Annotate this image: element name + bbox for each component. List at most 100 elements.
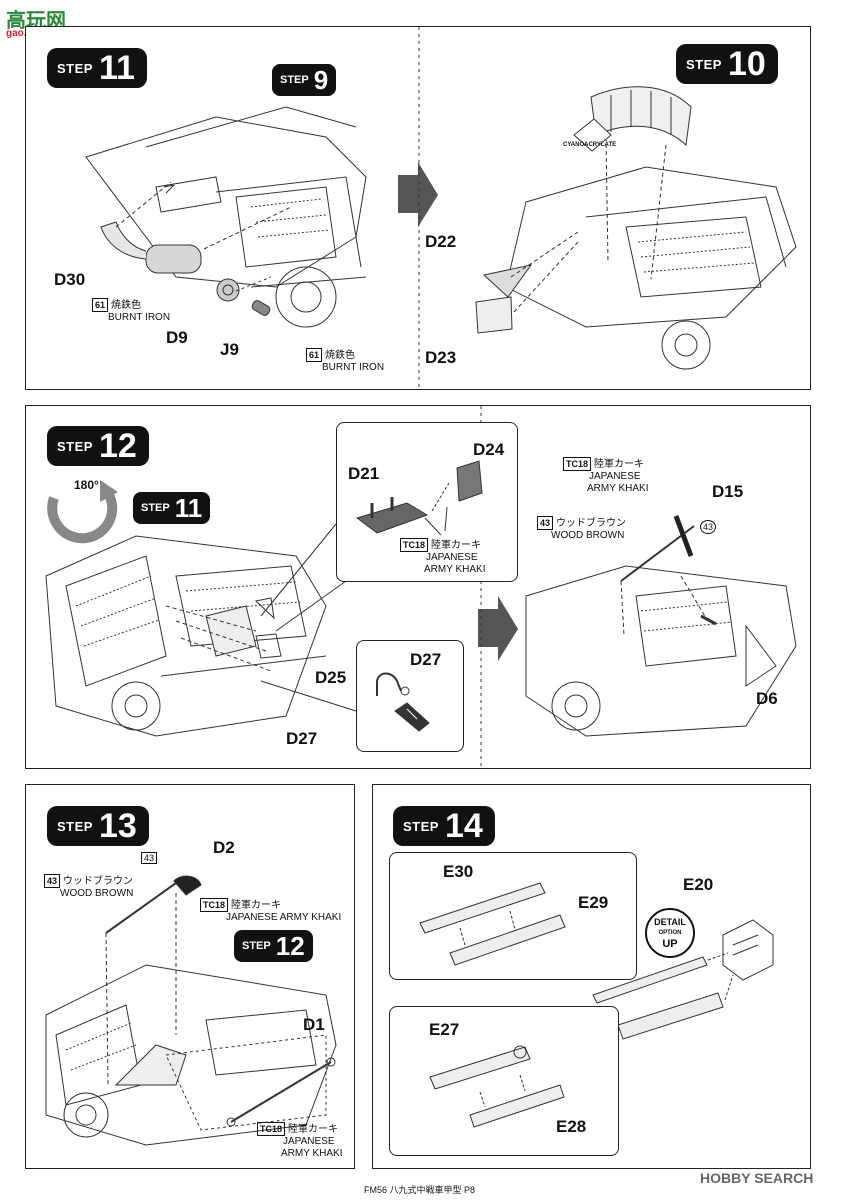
step-number: 11 [98,49,135,87]
step-number: 12 [98,427,137,465]
subassembly-e27-e28-drawing [429,1045,565,1128]
rotate-180-label: 180° [74,478,99,492]
part-label-e20: E20 [683,875,714,894]
paint-code: 61 [92,298,109,312]
panel-step-13 [25,784,355,1169]
part-label-d25: D25 [315,668,347,687]
paint-jp: ウッドブラウン [556,518,627,529]
step-12-ref-badge: STEP 12 [234,930,313,962]
step-14-badge: STEP 14 [393,806,495,846]
step-10-badge: STEP 10 [676,44,778,84]
detail-box-d27 [356,640,464,752]
paint-en-2: ARMY KHAKI [587,483,649,494]
paint-code: TC18 [200,898,229,912]
paint-jp: 陸軍カーキ [594,459,645,470]
part-label-e30: E30 [443,862,474,881]
part-label-d6: D6 [756,689,778,708]
subassembly-box-e27-e28 [389,1006,619,1156]
panel-step-11-10 [25,26,811,391]
ref-step-number: 11 [174,493,203,523]
paint-jp: 焼鉄色 [111,300,142,311]
paint-en-2: ARMY KHAKI [281,1148,343,1159]
paint-jp: ウッドブラウン [63,876,134,887]
step-number: 14 [444,807,483,845]
step-number: 13 [98,807,137,845]
paint-jp: 陸軍カーキ [431,540,482,551]
step-12-illustration [45,406,797,770]
paint-code: 43 [537,516,554,530]
step-word: STEP [57,438,93,454]
detail-d21-d24-drawing [355,460,483,536]
paint-en-2: ARMY KHAKI [424,564,486,575]
part-label-d27: D27 [286,729,318,748]
ref-step-word: STEP [141,502,170,514]
up-label: UP [662,937,678,950]
paint-code: TC18 [563,457,592,471]
detail-d27-drawing [376,672,430,732]
subassembly-e29-e30-drawing [419,882,566,966]
part-label-d30: D30 [54,270,86,289]
step-11-badge: STEP 11 [47,48,147,88]
part-label-d27-detail: D27 [410,650,442,669]
ref-step-word: STEP [242,940,271,952]
part-label-j9: J9 [220,340,239,359]
part-label-d22: D22 [425,232,457,251]
subassembly-box-e29-e30 [389,852,637,980]
paint-en: WOOD BROWN [60,888,134,899]
paint-en: BURNT IRON [322,362,385,373]
detail-box-d21-d24 [336,422,518,582]
step-13-badge: STEP 13 [47,806,149,846]
paint-en: WOOD BROWN [551,530,625,541]
step-13-illustration [45,875,337,1146]
paint-jp: 焼鉄色 [325,350,356,361]
callout-43: 43 [141,852,158,864]
part-label-d21: D21 [348,464,380,483]
paint-code: TC18 [257,1122,286,1136]
part-label-d2: D2 [213,838,235,857]
paint-jp: 陸軍カーキ [288,1124,339,1135]
part-label-d9: D9 [166,328,188,347]
page-footer: FM56 八九式中戦車甲型 P8 [364,1185,476,1195]
part-label-d24: D24 [473,440,505,459]
step-14-illustration [592,919,774,1040]
ref-step-word: STEP [280,74,309,86]
step-word: STEP [57,60,93,76]
part-label-d15: D15 [712,482,744,501]
step-9-ref-badge: STEP 9 [272,64,337,96]
cyanoacrylate-label: CYANOACRYLATE [563,142,617,148]
step-word: STEP [403,818,439,834]
brand-watermark: HOBBY SEARCH [700,1170,814,1186]
step-11-10-illustration [85,27,797,391]
step-11-ref-badge: STEP 11 [133,492,211,524]
paint-code: 43 [44,874,61,888]
paint-en: BURNT IRON [108,312,171,323]
step-word: STEP [57,818,93,834]
callout-43: 43 [700,520,717,534]
step-12-badge: STEP 12 [47,426,149,466]
detail-label: DETAIL [654,916,686,927]
paint-en-1: JAPANESE [426,552,478,563]
paint-en-1: JAPANESE [283,1136,335,1147]
paint-code: TC18 [400,538,429,552]
paint-en-1: JAPANESE [589,471,641,482]
part-label-e27: E27 [429,1020,460,1039]
part-label-d1: D1 [303,1015,325,1034]
part-label-e28: E28 [556,1117,587,1136]
option-label: OPTION [658,929,682,936]
part-label-e29: E29 [578,893,609,912]
step-number: 10 [727,45,766,83]
paint-en: JAPANESE ARMY KHAKI [226,912,342,923]
detail-up-badge: DETAIL OPTION UP [645,908,695,958]
ref-step-number: 9 [313,65,329,95]
paint-jp: 陸軍カーキ [231,900,282,911]
part-label-d23: D23 [425,348,457,367]
step-word: STEP [686,56,722,72]
